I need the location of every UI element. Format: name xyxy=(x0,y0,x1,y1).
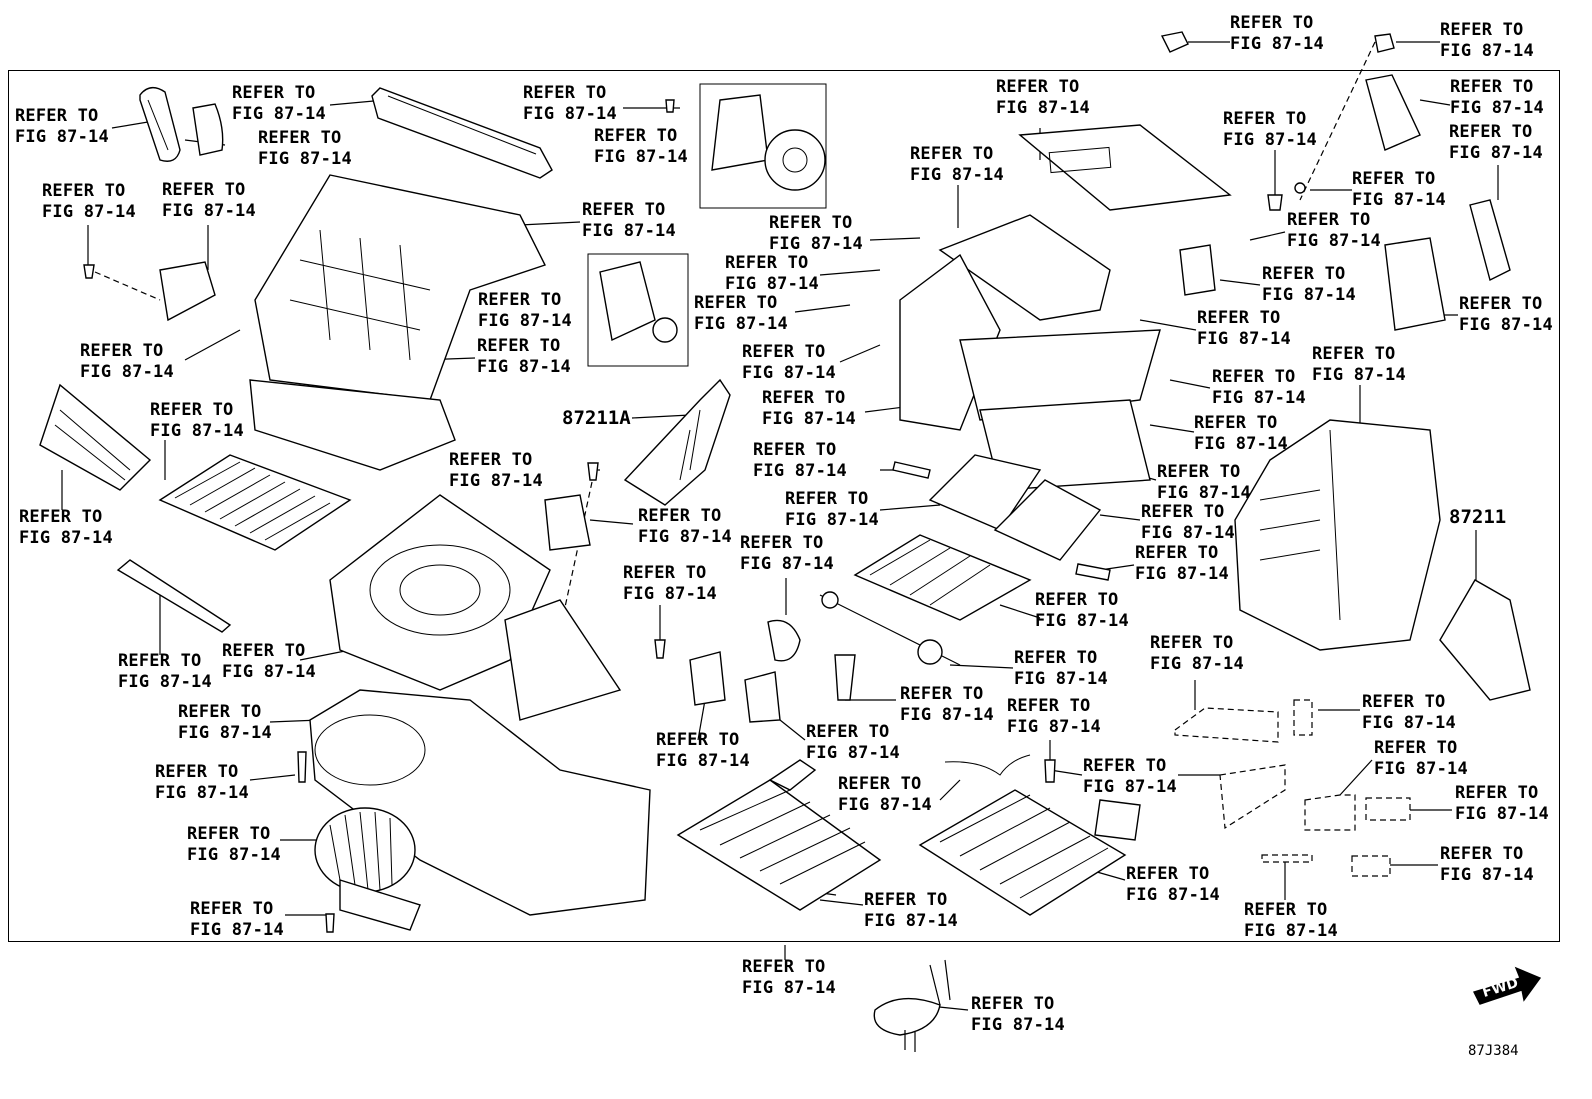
parts xyxy=(39,31,1531,1052)
diagram-frame xyxy=(8,70,1560,942)
part-number-87211a: 87211A xyxy=(562,407,631,429)
part-number-87211: 87211 xyxy=(1449,506,1507,528)
fwd-arrow-icon xyxy=(1473,966,1542,1005)
diagram-code: 87J384 xyxy=(1468,1043,1519,1059)
